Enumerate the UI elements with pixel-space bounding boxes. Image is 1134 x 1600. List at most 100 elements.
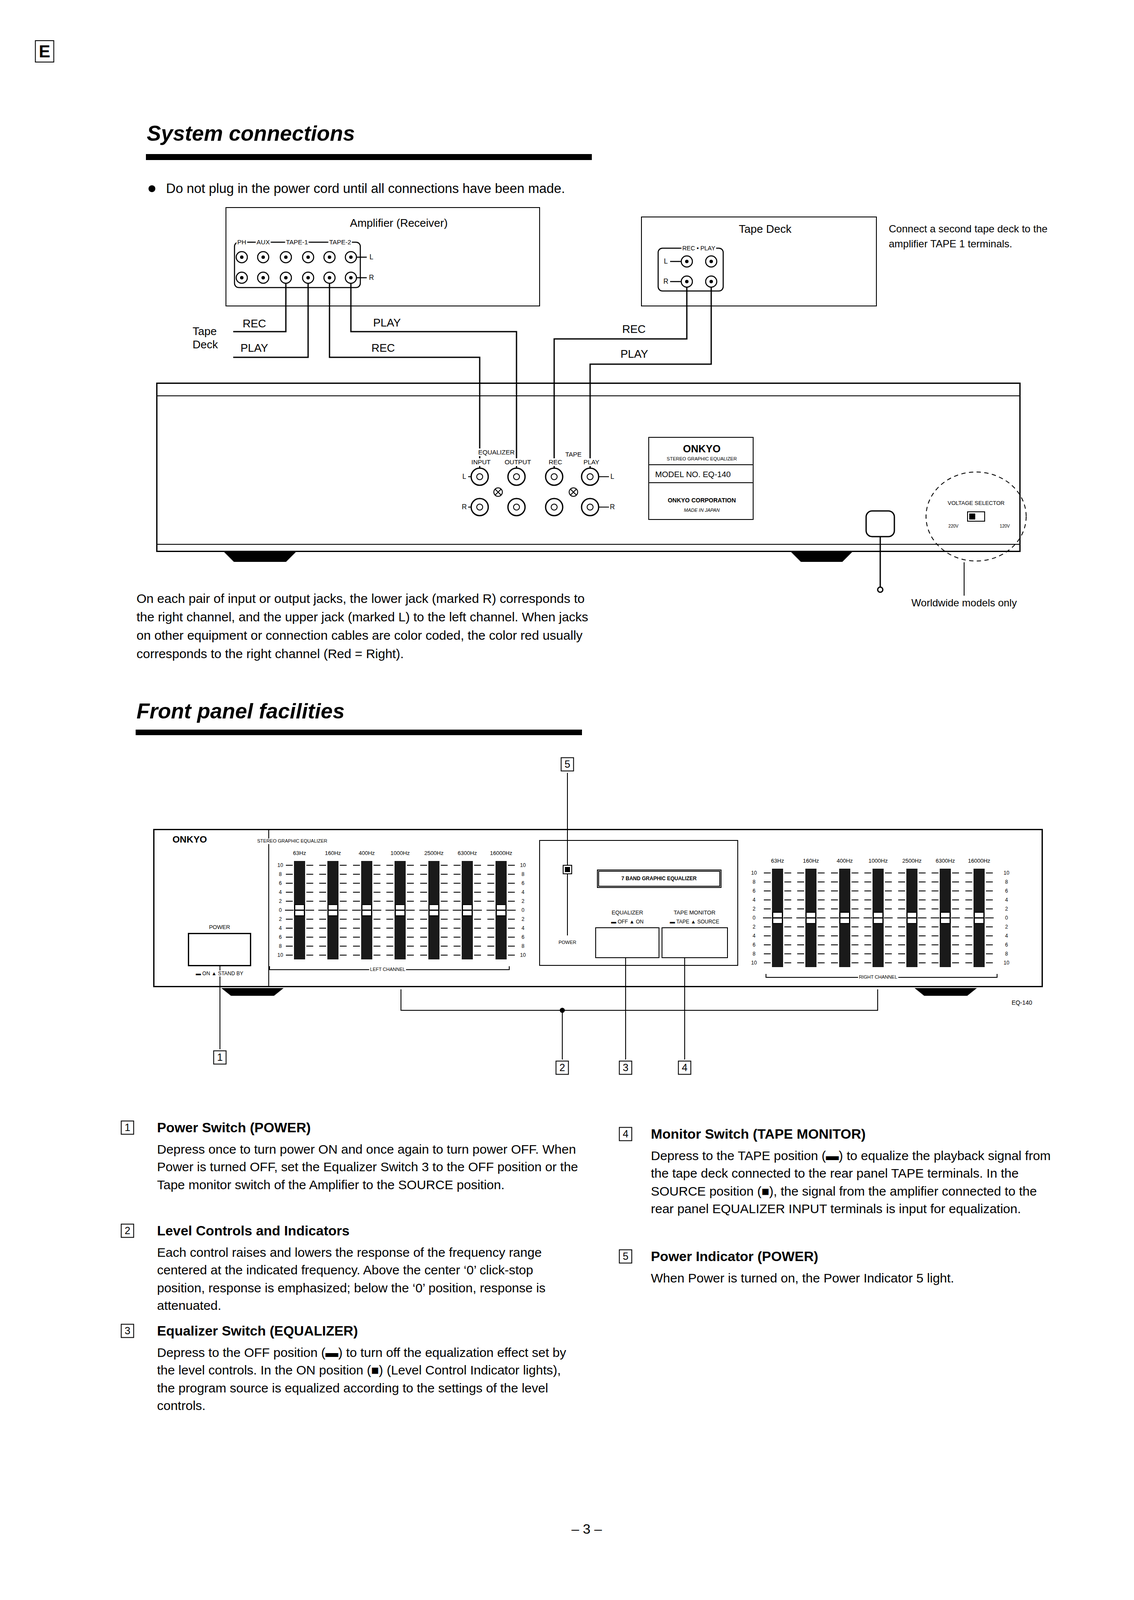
frequency-label: 6300Hz [935, 857, 956, 865]
rca-jack [581, 468, 599, 486]
scale-number: 4 [278, 889, 283, 896]
slider [863, 868, 893, 968]
scale-number: 4 [1004, 932, 1010, 939]
amplifier-jacks [658, 248, 724, 291]
slider [352, 860, 382, 960]
frequency-label: 400Hz [357, 849, 376, 857]
callout-number: 5 [618, 1249, 633, 1264]
rear-panel-detail [495, 489, 502, 496]
jack [345, 251, 357, 263]
equalizer-switch: EQUALIZER▬ OFF ▲ ON [595, 927, 660, 959]
signal-label: REC [370, 341, 396, 355]
jack-label: REC • PLAY [681, 244, 717, 253]
callout-number: 1 [213, 1050, 227, 1065]
node-text: OUTPUT [503, 458, 532, 467]
scale-number: 0 [751, 914, 757, 921]
rca-jack [471, 468, 489, 486]
frequency-label: 400Hz [835, 857, 854, 865]
frequency-label: 1000Hz [867, 857, 889, 865]
rca-jack [581, 498, 599, 516]
note: Do not plug in the power cord until all … [165, 180, 566, 197]
rear-panel-detail [570, 489, 577, 496]
rear-panel-detail [969, 513, 975, 520]
wire [329, 283, 712, 307]
scale-number: 4 [278, 925, 283, 932]
display-panel: POWER7 BAND GRAPHIC EQUALIZEREQUALIZER▬ … [539, 840, 739, 966]
callout-number: 5 [560, 757, 574, 772]
front-panel-detail [222, 988, 283, 996]
scale-number: 10 [1002, 959, 1010, 966]
rear-panel-detail [967, 511, 985, 522]
jack [257, 251, 269, 263]
scale-number: 2 [1004, 905, 1010, 912]
scale-number: 2 [751, 923, 757, 930]
scale-number: 2 [751, 905, 757, 912]
frequency-label: 2500Hz [901, 857, 923, 865]
section-mark: E [35, 40, 55, 63]
scale-number: 6 [1004, 941, 1010, 948]
section-heading: System connections [145, 120, 356, 147]
scale-number: 10 [519, 952, 527, 959]
wire [233, 283, 286, 332]
frequency-label: 6300Hz [457, 849, 478, 857]
front-panel: ONKYOSTEREO GRAPHIC EQUALIZEREQ-140POWER… [153, 828, 1043, 988]
node-text: ▬ OFF ▲ ON [610, 918, 645, 925]
scale-number: 2 [520, 898, 526, 905]
node-text: REC [547, 458, 564, 467]
node-text: Amplifier (Receiver) [349, 216, 449, 230]
jack [323, 272, 336, 284]
wire [233, 283, 712, 469]
callout-number: 3 [120, 1323, 134, 1339]
signal-label: PLAY [239, 341, 270, 355]
node-text: 7 BAND GRAPHIC EQUALIZER [620, 875, 698, 882]
node-text: Tape Deck [738, 222, 793, 236]
scale-number: 8 [278, 871, 283, 878]
jack [705, 276, 717, 288]
frequency-label: 2500Hz [423, 849, 445, 857]
callout-number: 1 [120, 1120, 134, 1135]
scale-number: 4 [520, 925, 526, 932]
body-text: When Power is turned on, the Power Indic… [650, 1269, 1063, 1287]
scale-number: 2 [520, 916, 526, 923]
item-heading: Equalizer Switch (EQUALIZER) [156, 1322, 359, 1339]
leader-line [219, 772, 878, 1060]
scale-number: 8 [751, 878, 757, 885]
amplifier-jacks [356, 257, 367, 278]
node-text: TAPE MONITOR [672, 909, 717, 917]
frequency-label: 16000Hz [967, 857, 992, 865]
scale-number: 0 [520, 907, 526, 914]
model-plate: ONKYOSTEREO GRAPHIC EQUALIZERMODEL NO. E… [648, 436, 754, 520]
jack [280, 272, 292, 284]
channel-label: L [609, 472, 616, 481]
tape-monitor-switch: TAPE MONITOR▬ TAPE ▲ SOURCE [661, 927, 728, 959]
front-panel-detail [222, 830, 998, 996]
device-label: Tape Deck [191, 324, 219, 352]
scale-number: 8 [520, 943, 526, 950]
node-text: INPUT [470, 458, 492, 467]
rear-panel-detail [569, 487, 578, 497]
wire [233, 283, 309, 358]
jack [705, 255, 717, 268]
scale-number: 10 [750, 869, 758, 876]
body-text: Depress to the OFF position (▬) to turn … [156, 1343, 582, 1415]
node-text: MADE IN JAPAN [682, 507, 721, 514]
jack [681, 255, 693, 268]
front-panel-detail [915, 988, 976, 996]
item-heading: Level Controls and Indicators [156, 1222, 351, 1239]
power-cord [877, 587, 883, 593]
channel-label: L [461, 472, 468, 481]
signal-label: REC [621, 322, 647, 336]
front-panel-detail [565, 867, 570, 872]
body-text: On each pair of input or output jacks, t… [135, 589, 591, 664]
callout-number: 3 [618, 1060, 633, 1075]
rear-panel-detail [156, 395, 1021, 596]
signal-label: PLAY [619, 347, 650, 361]
rear-panel-detail [493, 487, 503, 497]
scale-number: 8 [1004, 878, 1010, 885]
scale-number: 2 [278, 916, 283, 923]
power-cord [866, 510, 895, 537]
rear-panel-detail [648, 464, 754, 483]
jack [236, 251, 717, 288]
scale-number: 8 [751, 950, 757, 957]
jack-label: AUX [255, 238, 271, 247]
